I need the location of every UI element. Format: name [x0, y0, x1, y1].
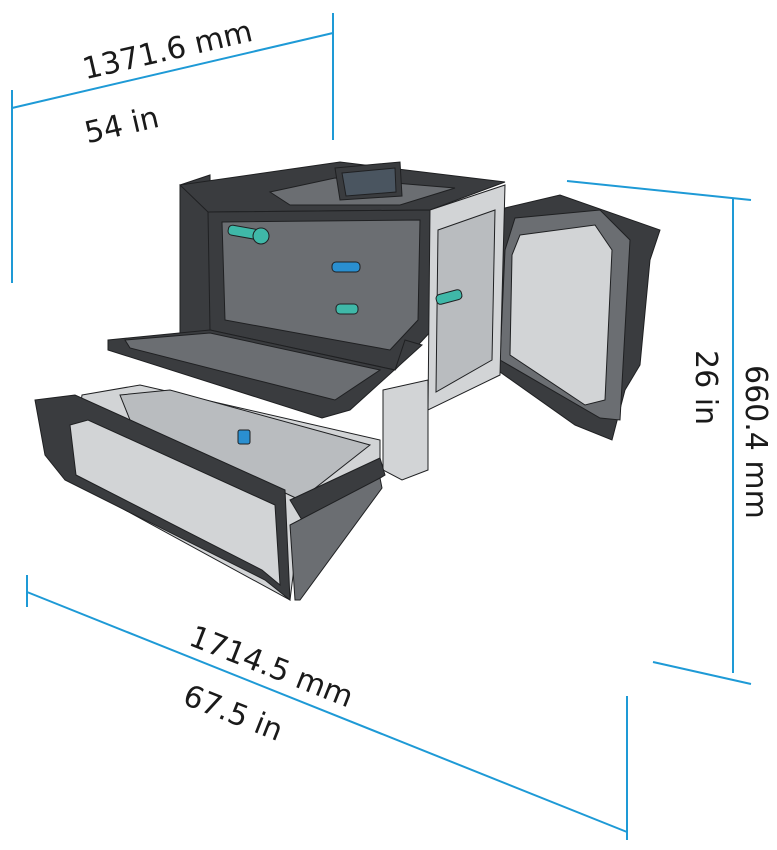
- tray-front-face: [69, 419, 281, 587]
- paper-tray-bed: [119, 389, 372, 501]
- height-metric-label: 660.4 mm: [738, 365, 773, 519]
- front-door-inner: [124, 332, 382, 401]
- side-door-panel: [509, 224, 613, 406]
- blue-handle: [331, 261, 361, 273]
- control-panel-screen: [341, 167, 397, 197]
- height-imperial-label: 26 in: [688, 350, 723, 426]
- depth-dimension-line: [26, 591, 628, 833]
- tray-side-rail: [289, 457, 386, 526]
- teal-knob: [252, 227, 270, 245]
- tray-bottom: [289, 477, 383, 601]
- height-extension-top: [566, 180, 752, 201]
- dimension-lines: [11, 13, 752, 840]
- teal-handle-3: [435, 289, 463, 305]
- height-extension-bottom: [652, 661, 752, 685]
- body-right-detail: [435, 209, 496, 393]
- width-dimension-line: [11, 32, 334, 109]
- printer-illustration: [34, 161, 661, 602]
- teal-handle-2: [335, 303, 359, 315]
- tray-guide-blue: [237, 429, 251, 445]
- cavity-inner: [221, 219, 421, 351]
- side-column: [382, 379, 429, 481]
